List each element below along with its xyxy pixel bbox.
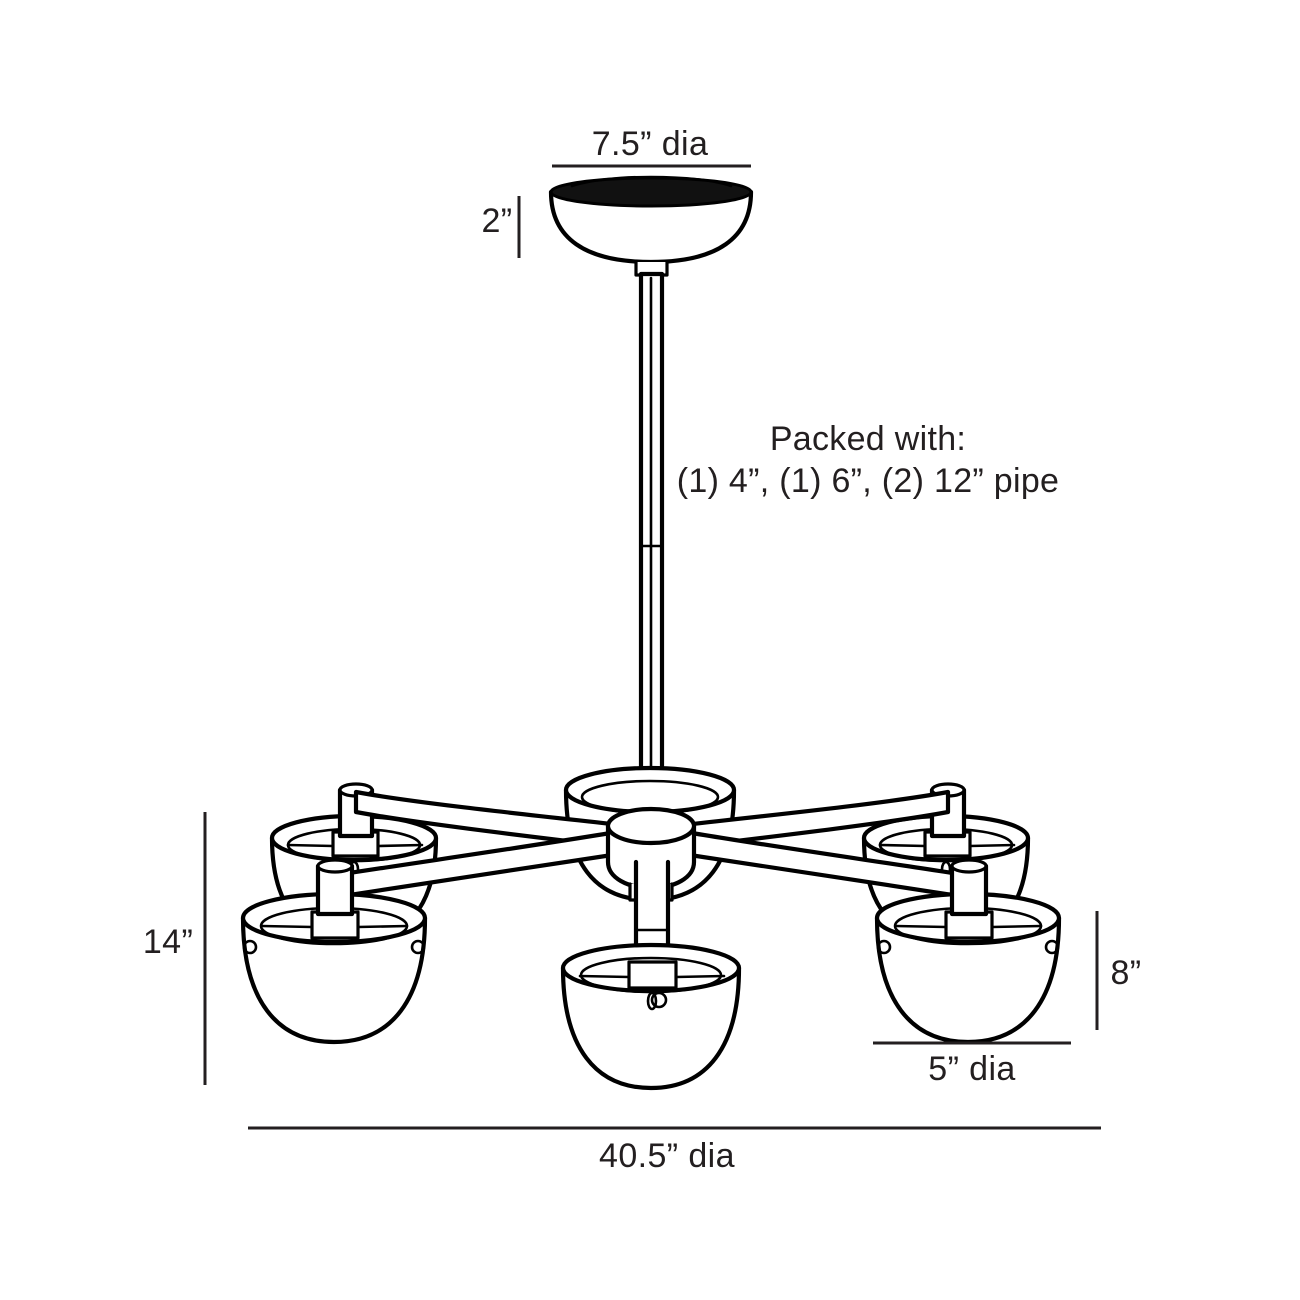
shade-lower-left xyxy=(240,858,428,1045)
canopy xyxy=(548,175,754,277)
shade-front-center-crossbar-right xyxy=(674,974,726,979)
canopy-height-label: 2” xyxy=(481,202,512,240)
shade-lower-right-setscrew-right xyxy=(1044,939,1060,955)
canopy-diameter-dimension: 7.5” dia xyxy=(552,125,751,168)
canopy-diameter-label: 7.5” dia xyxy=(592,125,709,163)
shade-lower-right-crossbar-left xyxy=(894,924,948,929)
shade-upper-left-crossbar-left xyxy=(286,843,335,848)
center-hub-top xyxy=(605,806,697,846)
shade-lower-left-setscrew-right xyxy=(410,939,426,955)
downrod xyxy=(638,271,665,773)
shade-height-dimension: 8” xyxy=(1095,911,1141,1030)
canopy-height-dimension: 2” xyxy=(481,196,521,258)
shade-upper-right-crossbar-left xyxy=(878,843,927,848)
shade-lower-left-bowl xyxy=(240,915,428,1045)
canopy-rim-highlight xyxy=(570,175,733,188)
packed-with-title: Packed with: xyxy=(770,420,966,458)
shade-lower-right-stem-top xyxy=(950,858,988,874)
shade-front-center-bowl xyxy=(560,965,742,1091)
shade-height-label: 8” xyxy=(1110,954,1141,992)
fixture-height-dimension: 14” xyxy=(143,812,207,1085)
shade-front-center-setscrew xyxy=(650,991,668,1009)
shade-lower-left-stem-top xyxy=(316,858,354,874)
shade-lower-right xyxy=(874,858,1062,1045)
shade-lower-left-setscrew-left xyxy=(242,939,258,955)
shade-lower-right-crossbar-right xyxy=(990,924,1043,929)
overall-diameter-label: 40.5” dia xyxy=(599,1137,735,1175)
shade-lower-right-setscrew-left xyxy=(876,939,892,955)
fixture-height-label: 14” xyxy=(143,923,193,961)
shade-lower-left-crossbar-left xyxy=(260,924,314,929)
shade-front-center-setscrew-upper xyxy=(646,991,658,1011)
packed-with-note: Packed with: (1) 4”, (1) 6”, (2) 12” pip… xyxy=(677,420,1060,500)
overall-diameter-dimension: 40.5” dia xyxy=(248,1126,1101,1175)
shade-upper-left-crossbar-right xyxy=(376,843,424,848)
shade-front-center-crossbar-left xyxy=(578,974,631,979)
shade-upper-right-crossbar-right xyxy=(968,843,1016,848)
shade-front-center xyxy=(560,859,742,1091)
shade-lower-left-crossbar-right xyxy=(356,924,409,929)
packed-with-detail: (1) 4”, (1) 6”, (2) 12” pipe xyxy=(677,462,1060,500)
canopy-body xyxy=(548,189,754,265)
shade-front-center-socket-cup xyxy=(627,960,678,990)
shade-diameter-label: 5” dia xyxy=(928,1050,1015,1088)
shade-diameter-dimension: 5” dia xyxy=(873,1041,1071,1088)
